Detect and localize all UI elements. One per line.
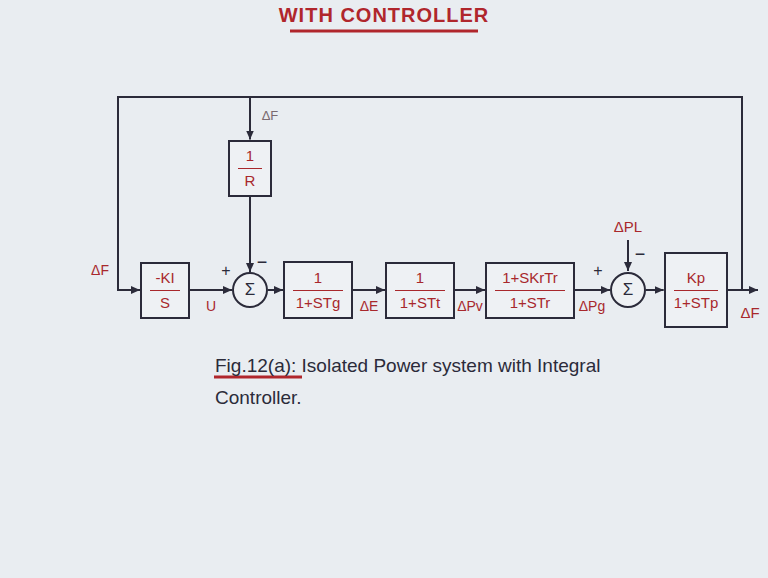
transfer-block: 1R: [228, 140, 272, 197]
denominator: 1+STt: [400, 293, 440, 313]
sign: −: [256, 252, 269, 273]
page-title: WITH CONTROLLER: [278, 4, 491, 27]
denominator: S: [160, 293, 170, 313]
fraction-bar: [674, 290, 719, 291]
transfer-block: 1 1+STt: [385, 262, 455, 319]
signal-connector: [268, 289, 283, 291]
transfer-block: Kp 1+STp: [664, 252, 729, 328]
numerator: 1+SKrTr: [502, 268, 558, 288]
denominator: 1+STr: [510, 293, 551, 313]
denominator: R: [245, 171, 256, 191]
numerator: 1: [314, 268, 322, 288]
transfer-block: 1+SKrTr 1+STr: [485, 262, 575, 319]
fraction-bar: [238, 168, 262, 169]
signal-name: ΔE: [359, 298, 380, 314]
fraction-bar: [150, 290, 180, 291]
summing-junction: Σ: [232, 272, 268, 308]
signal-name: U: [205, 298, 217, 314]
sum-symbol: Σ: [232, 272, 268, 308]
signal-name: ΔF: [90, 262, 110, 278]
signal-connector: [249, 197, 251, 273]
fraction-bar: [495, 290, 565, 291]
numerator: -KI: [155, 268, 174, 288]
fraction-bar: [395, 290, 445, 291]
output-signal: ΔF: [739, 304, 760, 321]
sign: +: [592, 262, 603, 280]
transfer-block: 1 1+STg: [283, 261, 353, 319]
signal-name: ΔPg: [578, 298, 606, 314]
signal-connector: [575, 289, 610, 291]
numerator: 1: [246, 146, 254, 166]
signal-connector: [455, 289, 485, 291]
load-input-wire: [627, 240, 629, 271]
title-underline: [290, 30, 478, 33]
denominator: 1+STp: [674, 293, 719, 313]
numerator: 1: [416, 268, 424, 288]
signal-name: ΔPv: [456, 298, 484, 314]
signal-connector: [190, 289, 232, 291]
sign: +: [220, 262, 231, 280]
fraction-bar: [293, 290, 343, 291]
summing-junction: Σ: [610, 272, 646, 308]
signal-connector: [646, 289, 664, 291]
denominator: 1+STg: [296, 293, 341, 313]
numerator: Kp: [687, 268, 705, 288]
signal-connector: [353, 289, 385, 291]
signal-name: ΔF: [261, 108, 280, 123]
load-disturbance: ΔPL: [613, 218, 643, 235]
transfer-block: -KI S: [140, 262, 190, 319]
sign: −: [634, 244, 647, 265]
figure-caption: Fig.12(a): Isolated Power system with In…: [214, 350, 636, 414]
sum-symbol: Σ: [610, 272, 646, 308]
